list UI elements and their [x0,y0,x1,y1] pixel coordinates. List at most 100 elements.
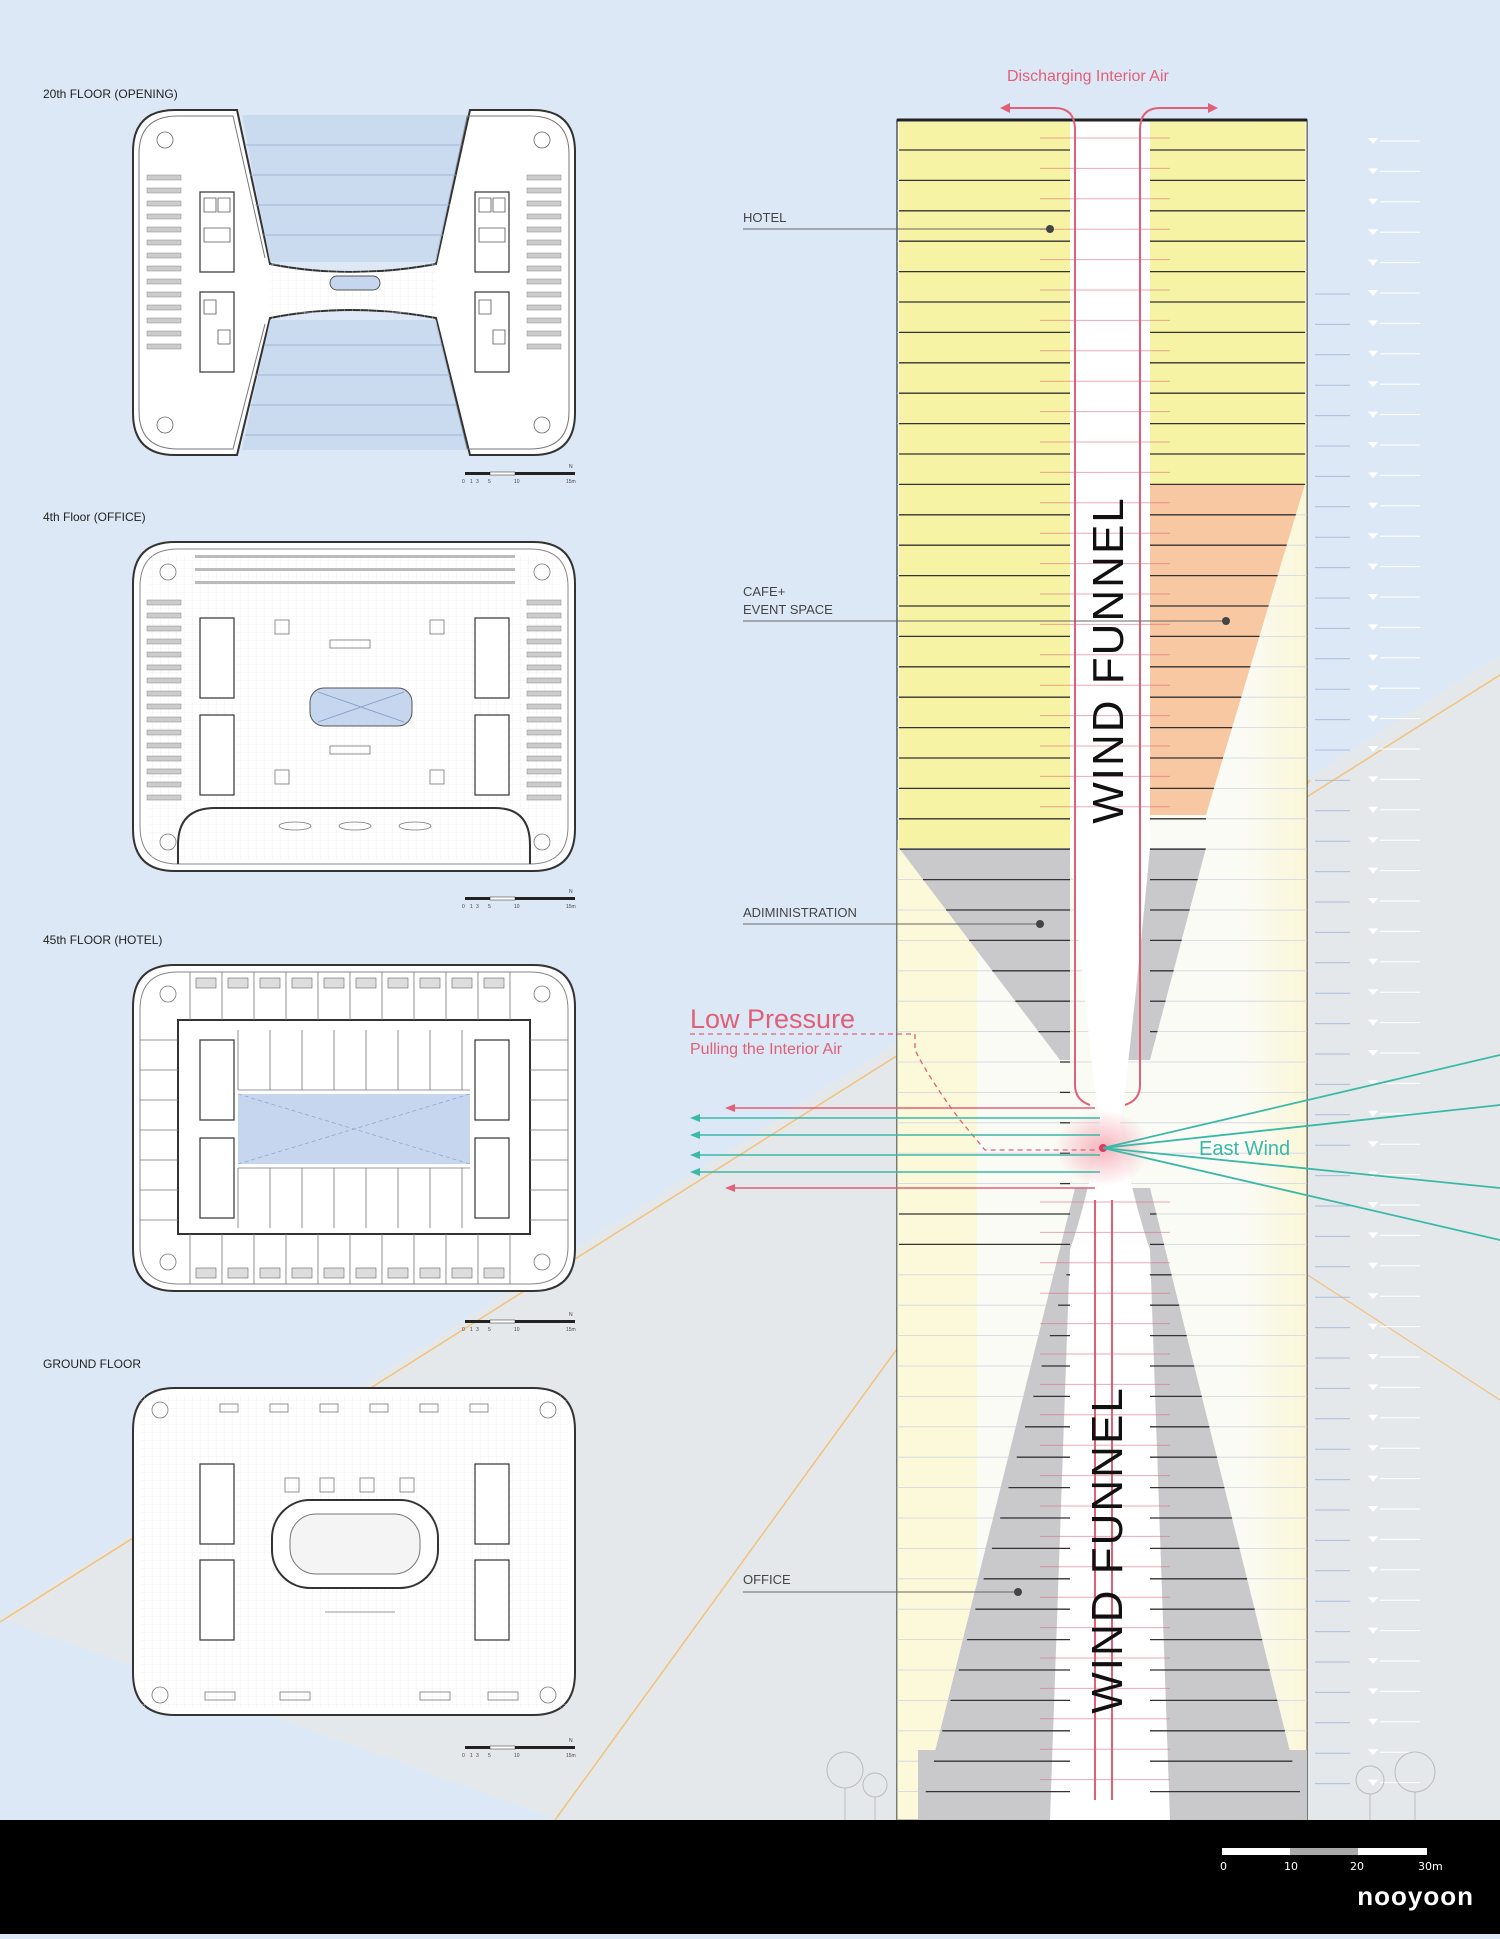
svg-text:0: 0 [462,479,465,485]
level-mark [1368,1506,1378,1512]
level-mark [1368,350,1378,357]
level-mark [1368,1749,1378,1756]
cafe-label: CAFE+ [743,584,785,599]
cafe-zone [1150,484,1305,815]
level-mark [1368,1688,1378,1695]
level-mark [1368,624,1378,631]
plan-20th-floor [132,109,576,456]
svg-text:3: 3 [476,1753,479,1759]
level-mark [1368,685,1378,692]
east-wind-label: East Wind [1199,1138,1290,1160]
svg-text:3: 3 [476,479,479,485]
low-pressure-label: Low Pressure [690,1004,855,1034]
plan-ground-floor [132,1387,576,1716]
wind-funnel-lower: WIND FUNNEL [1083,1386,1132,1714]
level-mark [1368,1414,1378,1421]
footer-scale-0: 0 [1220,1860,1227,1873]
svg-text:N: N [569,464,573,470]
level-mark [1368,1141,1378,1148]
hotel-zone-right [1150,122,1305,484]
footer-scale-10: 10 [1284,1860,1298,1873]
east-wind-lines [1102,1054,1500,1241]
svg-text:N: N [569,889,573,895]
level-mark [1368,229,1378,236]
footer-scale-30: 30m [1418,1860,1443,1873]
plan-title-45th: 45th FLOOR (HOTEL) [43,933,162,947]
office-zone [918,1188,1090,1820]
level-mark [1368,654,1378,661]
level-mark [1368,138,1378,144]
level-mark [1368,1475,1378,1482]
svg-text:1: 1 [470,904,473,910]
level-mark [1368,381,1378,388]
level-mark [1368,1779,1378,1786]
level-mark [1368,989,1378,996]
level-mark [1368,472,1378,479]
wind-funnel-upper: WIND FUNNEL [1084,496,1133,824]
level-mark [1368,442,1378,448]
level-mark [1368,1050,1378,1056]
level-mark [1368,290,1378,296]
svg-text:10: 10 [514,904,520,910]
administration-zone [899,848,1070,1060]
trees [826,1751,1436,1820]
level-mark [1368,837,1378,844]
level-mark [1368,1384,1378,1391]
level-mark [1368,1080,1378,1087]
svg-text:3: 3 [476,904,479,910]
level-mark [1368,1110,1378,1117]
level-mark [1368,502,1378,509]
level-mark [1368,867,1378,874]
svg-text:N: N [569,1312,573,1318]
svg-text:15m: 15m [566,904,576,910]
level-mark [1368,1262,1378,1269]
office-zone-right [1125,1188,1307,1820]
svg-text:N: N [569,1738,573,1744]
svg-text:10: 10 [514,479,520,485]
svg-text:1: 1 [470,479,473,485]
level-mark [1368,1536,1378,1543]
svg-text:10: 10 [514,1327,520,1333]
svg-text:5: 5 [488,1327,491,1333]
level-mark [1368,746,1378,752]
level-mark [1368,1445,1378,1452]
plan-45th-floor [132,964,576,1292]
svg-text:1: 1 [470,1327,473,1333]
footer-scale-bar [1222,1848,1427,1855]
plan-title-ground: GROUND FLOOR [43,1357,141,1371]
level-mark [1368,168,1378,175]
level-mark [1368,1658,1378,1664]
svg-text:10: 10 [514,1753,520,1759]
level-mark [1368,958,1378,965]
level-mark [1368,1597,1378,1604]
footer-scale-20: 20 [1350,1860,1364,1873]
svg-text:3: 3 [476,1327,479,1333]
level-mark [1368,898,1378,904]
level-mark [1368,806,1378,813]
level-mark [1368,715,1378,722]
svg-text:5: 5 [488,479,491,485]
svg-text:15m: 15m [566,1327,576,1333]
svg-text:0: 0 [462,904,465,910]
administration-label: ADIMINISTRATION [743,905,857,920]
level-mark [1368,1232,1378,1239]
level-mark [1368,411,1378,418]
svg-text:0: 0 [462,1753,465,1759]
plan-title-20th: 20th FLOOR (OPENING) [43,87,178,101]
brand-logo: nooyoon [1357,1881,1474,1911]
level-mark [1368,928,1378,935]
plan-4th-floor [132,541,576,872]
level-mark [1368,1566,1378,1573]
svg-text:15m: 15m [566,1753,576,1759]
administration-zone-right [1125,848,1206,1060]
plan-title-4th: 4th Floor (OFFICE) [43,510,146,524]
level-mark [1368,198,1378,205]
level-mark [1368,1627,1378,1634]
level-mark [1368,533,1378,540]
svg-text:5: 5 [488,1753,491,1759]
level-mark [1368,1293,1378,1300]
